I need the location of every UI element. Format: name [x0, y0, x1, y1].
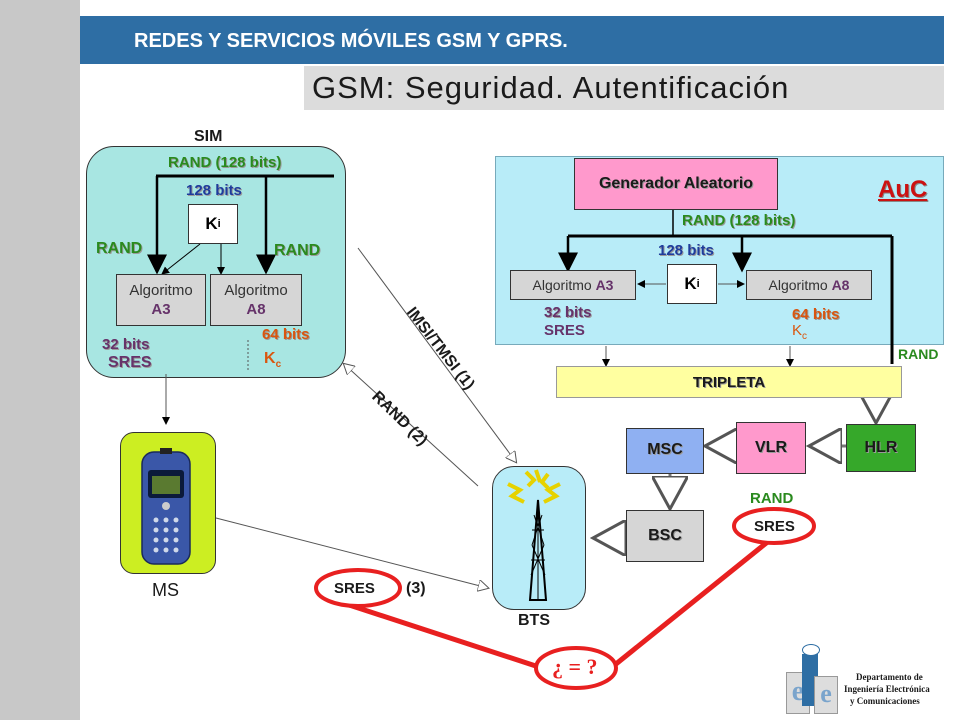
department-logo: e e	[784, 644, 838, 714]
sim-kc-bits-label: 64 bits	[262, 326, 310, 343]
antenna-icon	[528, 499, 548, 601]
slide-title: GSM: Seguridad. Autentificación	[312, 70, 790, 105]
msc-box: MSC	[626, 428, 704, 474]
sim-a8-line2: A8	[246, 301, 266, 318]
ms-label: MS	[152, 580, 179, 600]
sim-ki-label: K	[205, 214, 218, 233]
sim-kc-sub: c	[275, 359, 282, 371]
sim-rand-right-label: RAND	[274, 242, 321, 259]
auc-kc-label: Kc	[792, 322, 807, 342]
auc-kc-sub: c	[802, 331, 808, 342]
auc-a8-prefix: Algoritmo	[768, 277, 832, 293]
auc-ki-label: K	[684, 274, 697, 293]
hlr-box: HLR	[846, 424, 916, 472]
left-sidebar-bar	[0, 0, 80, 720]
auc-a3-name: A3	[595, 277, 614, 293]
sim-ki-sub: i	[217, 218, 221, 230]
auc-sres-ellipse	[732, 507, 816, 545]
title-background	[304, 66, 944, 110]
auc-rand-bits-label: RAND (128 bits)	[682, 212, 796, 229]
sim-kc-main: K	[264, 350, 276, 367]
sres-flow-label: SRES	[334, 580, 375, 597]
logo-line1: Departamento de	[856, 672, 923, 682]
auc-key-bits-label: 128 bits	[658, 242, 714, 259]
logo-line3: y Comunicaciones	[850, 696, 920, 706]
mobile-phone-icon	[141, 448, 191, 565]
bts-label: BTS	[518, 612, 550, 629]
auc-a3-prefix: Algoritmo	[532, 277, 596, 293]
course-title: REDES Y SERVICIOS MÓVILES GSM Y GPRS.	[134, 30, 568, 52]
compare-ellipse	[534, 646, 618, 690]
sim-algorithm-a8: Algoritmo A8	[210, 274, 302, 326]
sim-sres-label: SRES	[108, 354, 152, 371]
compare-label: ¿ = ?	[552, 654, 598, 679]
network-sres-label: SRES	[754, 518, 795, 535]
logo-line2: Ingeniería Electrónica	[844, 684, 930, 694]
random-generator-box: Generador Aleatorio	[574, 158, 778, 210]
auc-kc-main: K	[792, 322, 803, 339]
sim-a3-line2: A3	[151, 301, 171, 318]
bts-panel	[492, 466, 586, 610]
sim-a3-line1: Algoritmo	[129, 282, 193, 299]
bsc-box: BSC	[626, 510, 704, 562]
auc-label: AuC	[878, 176, 928, 203]
network-rand-label: RAND	[750, 490, 794, 507]
auc-kc-bits-label: 64 bits	[792, 306, 840, 323]
auc-a8-name: A8	[831, 277, 850, 293]
auc-sres-bits-label: 32 bits	[544, 304, 592, 321]
sim-key-bits-label: 128 bits	[186, 182, 242, 199]
step3-label: (3)	[406, 580, 426, 597]
auc-ki-sub: i	[696, 278, 700, 290]
sim-sres-ellipse	[314, 568, 402, 608]
signal-waves-icon	[507, 469, 561, 504]
sim-sres-bits-label: 32 bits	[102, 336, 150, 353]
sim-kc-label: Kc	[264, 350, 281, 370]
auc-sres-label: SRES	[544, 322, 585, 339]
sim-panel	[86, 146, 346, 378]
tripleta-box: TRIPLETA	[556, 366, 902, 398]
sim-a8-line1: Algoritmo	[224, 282, 288, 299]
auc-rand-label: RAND	[898, 346, 939, 362]
auc-algorithm-a8: Algoritmo A8	[746, 270, 872, 300]
header-bar	[80, 16, 944, 64]
sim-rand-bits-label: RAND (128 bits)	[168, 154, 282, 171]
vlr-box: VLR	[736, 422, 806, 474]
sim-algorithm-a3: Algoritmo A3	[116, 274, 206, 326]
auc-algorithm-a3: Algoritmo A3	[510, 270, 636, 300]
sim-rand-left-label: RAND	[96, 240, 143, 257]
sim-title: SIM	[194, 128, 223, 145]
